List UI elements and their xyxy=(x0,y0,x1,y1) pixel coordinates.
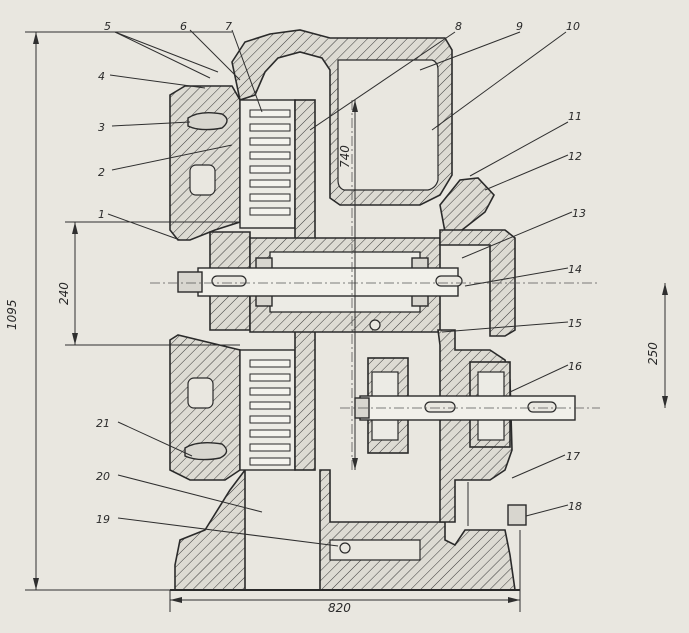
callout-1: 1 xyxy=(98,208,105,221)
lamination-slot xyxy=(249,401,291,410)
stator-laminations-upper xyxy=(249,109,291,216)
callout-20: 20 xyxy=(96,470,110,483)
lamination-slot xyxy=(249,429,291,438)
callout-leaders xyxy=(107,29,573,547)
callout-7: 7 xyxy=(225,20,232,33)
lamination-slot xyxy=(249,109,291,118)
dimension-shaft-span: 240 xyxy=(57,282,71,305)
lamination-slot xyxy=(249,123,291,132)
stator-laminations-lower xyxy=(249,359,291,466)
callout-11: 11 xyxy=(568,110,582,123)
callout-2: 2 xyxy=(98,166,105,179)
callout-10: 10 xyxy=(566,20,580,33)
dimension-stator-span: 740 xyxy=(338,145,352,168)
callout-9: 9 xyxy=(516,20,523,33)
lamination-slot xyxy=(249,165,291,174)
dimension-overall-height: 1095 xyxy=(5,299,19,330)
centre-lines xyxy=(150,100,600,472)
lamination-slot xyxy=(249,373,291,382)
callout-14: 14 xyxy=(568,263,582,276)
oil-filler-cap xyxy=(439,177,495,233)
dimension-output-offset: 250 xyxy=(646,342,660,365)
callout-18: 18 xyxy=(568,500,582,513)
callout-19: 19 xyxy=(96,513,110,526)
gear-cover xyxy=(437,177,527,526)
winding-end-lower xyxy=(184,441,228,461)
lamination-slot xyxy=(249,193,291,202)
lamination-slot xyxy=(249,443,291,452)
callout-5: 5 xyxy=(104,20,111,33)
dimension-lines xyxy=(25,31,668,612)
lamination-slot xyxy=(249,179,291,188)
cover-bolt xyxy=(507,504,527,526)
winding-end-upper xyxy=(187,111,228,131)
lamination-slot xyxy=(249,457,291,466)
lamination-slot xyxy=(249,359,291,368)
callout-8: 8 xyxy=(455,20,462,33)
lamination-slot xyxy=(249,151,291,160)
callout-15: 15 xyxy=(568,317,582,330)
callout-4: 4 xyxy=(98,70,105,83)
callout-17: 17 xyxy=(566,450,580,463)
callout-13: 13 xyxy=(572,207,586,220)
lamination-slot xyxy=(249,137,291,146)
dimension-overall-width: 820 xyxy=(328,601,351,615)
lamination-slot xyxy=(249,207,291,216)
callout-21: 21 xyxy=(96,417,110,430)
callout-12: 12 xyxy=(568,150,582,163)
input-shaft-assembly xyxy=(177,231,463,333)
lamination-slot xyxy=(249,387,291,396)
drain-plug xyxy=(339,542,351,554)
callout-16: 16 xyxy=(568,360,582,373)
lamination-slot xyxy=(249,415,291,424)
callout-3: 3 xyxy=(98,121,105,134)
callout-6: 6 xyxy=(180,20,187,33)
